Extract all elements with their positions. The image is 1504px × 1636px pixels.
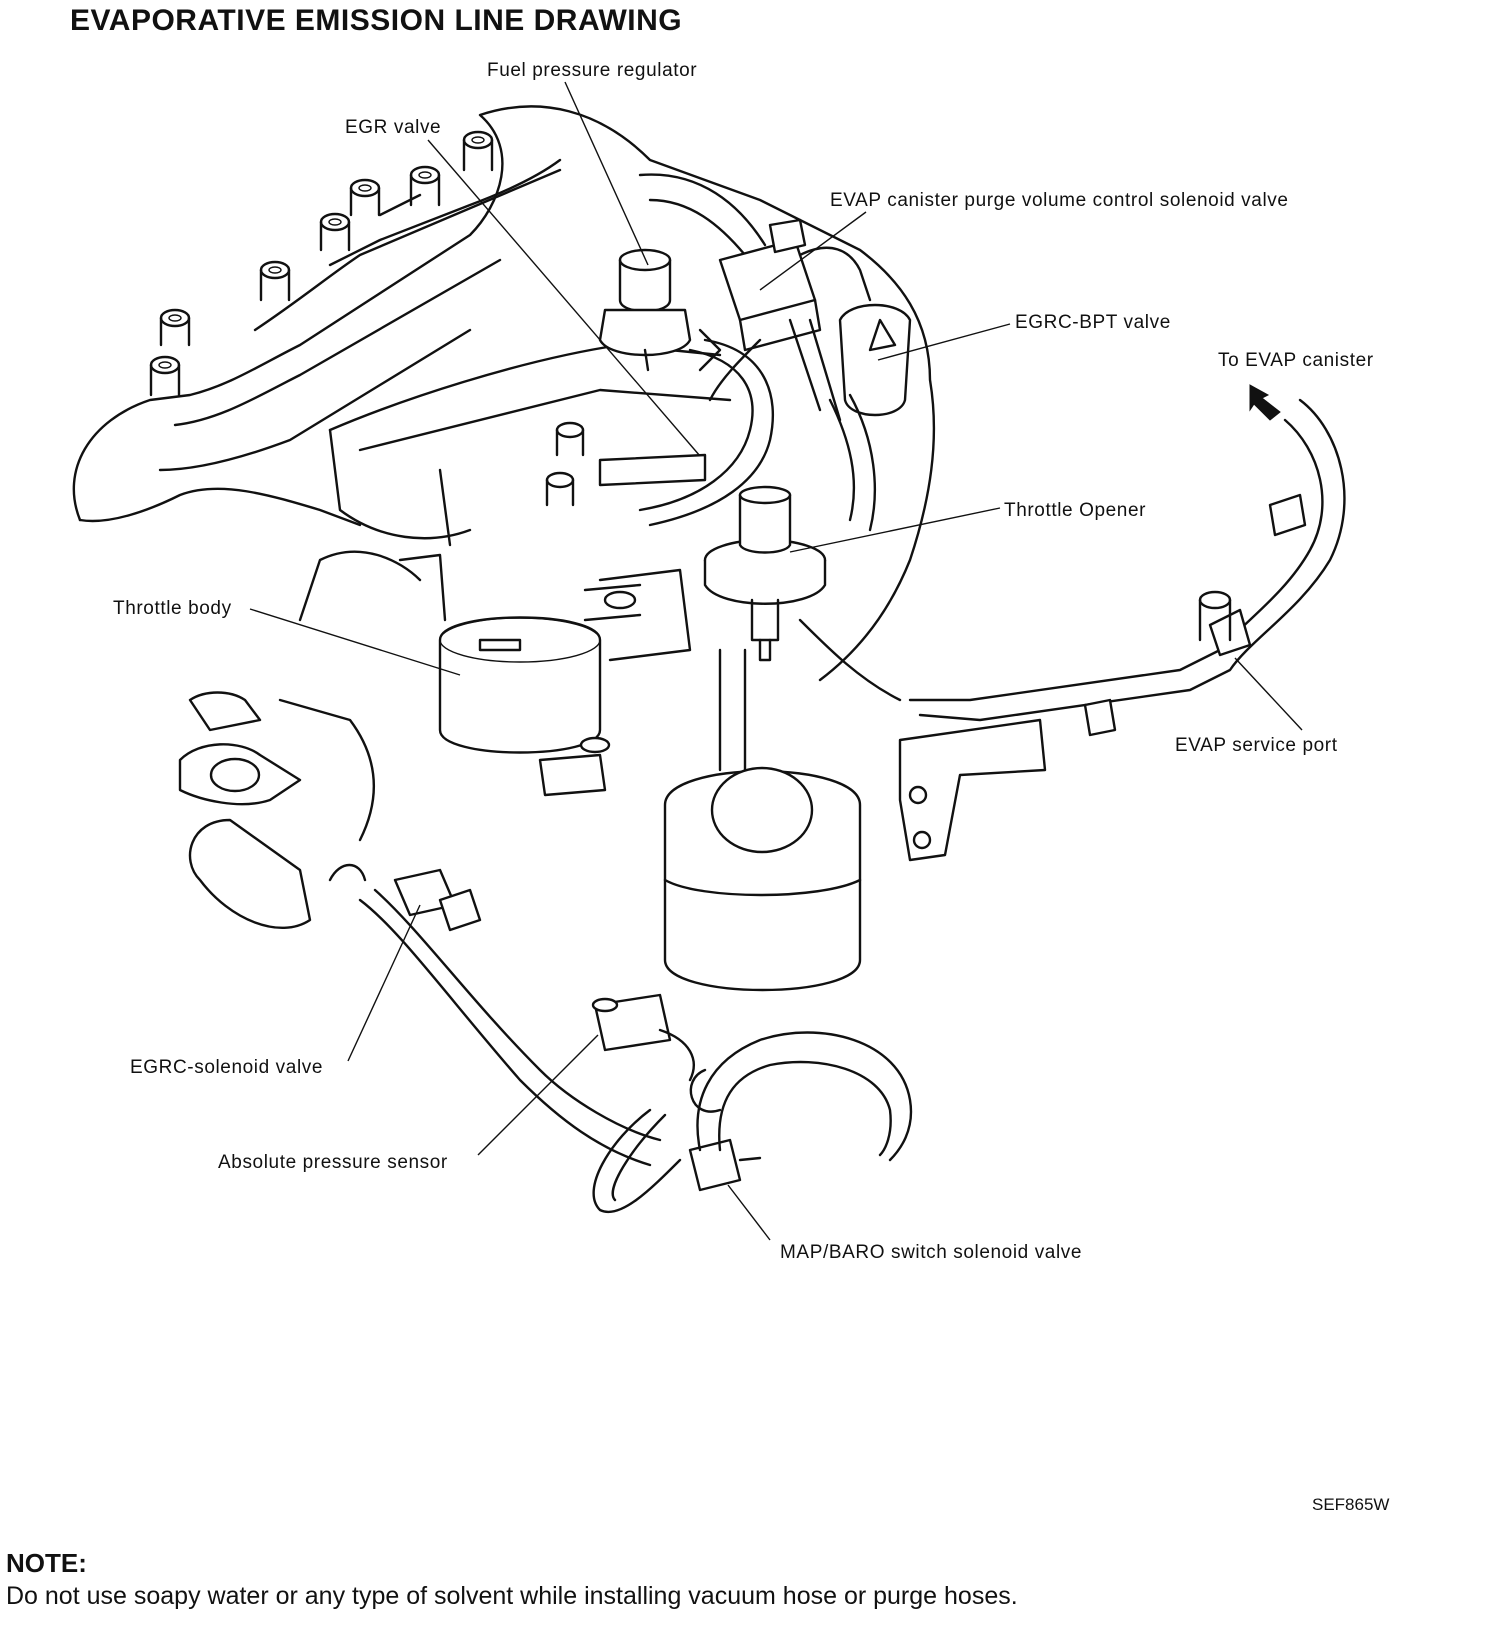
exhaust-flange-left	[178, 550, 422, 930]
label-absolute-pressure-sensor: Absolute pressure sensor	[218, 1152, 448, 1173]
label-throttle-opener: Throttle Opener	[1004, 500, 1147, 521]
label-egrc-bpt-valve: EGRC-BPT valve	[1015, 312, 1171, 333]
purge-solenoid-cluster	[698, 218, 912, 422]
diagram-title: EVAPORATIVE EMISSION LINE DRAWING	[70, 4, 683, 37]
label-throttle-body: Throttle body	[113, 598, 232, 619]
label-egr-valve: EGR valve	[345, 117, 442, 138]
label-map-baro-solenoid: MAP/BARO switch solenoid valve	[780, 1242, 1083, 1263]
label-fuel-pressure-regulator: Fuel pressure regulator	[487, 60, 698, 81]
engine-line-drawing	[72, 81, 1346, 1241]
map-baro-assembly	[592, 1031, 913, 1213]
throttle-body-part	[398, 553, 692, 797]
manifold-ports	[149, 130, 585, 507]
lower-solenoids	[328, 863, 695, 1167]
label-evap-service-port: EVAP service port	[1175, 735, 1338, 756]
throttle-opener-part	[703, 485, 827, 662]
note-text: Do not use soapy water or any type of so…	[6, 1582, 1018, 1610]
to-canister-arrow	[1249, 384, 1281, 421]
label-evap-purge-solenoid: EVAP canister purge volume control solen…	[830, 190, 1289, 211]
intake-manifold	[72, 105, 936, 682]
vacuum-hoses-top	[598, 338, 877, 532]
canister-part	[663, 648, 862, 992]
leader-lines	[249, 81, 1303, 1241]
figure-code: SEF865W	[1312, 1495, 1390, 1514]
label-to-evap-canister: To EVAP canister	[1218, 350, 1374, 371]
label-egrc-solenoid-valve: EGRC-solenoid valve	[130, 1057, 324, 1078]
note-heading: NOTE:	[6, 1548, 87, 1578]
evap-hose-right	[798, 398, 1346, 862]
